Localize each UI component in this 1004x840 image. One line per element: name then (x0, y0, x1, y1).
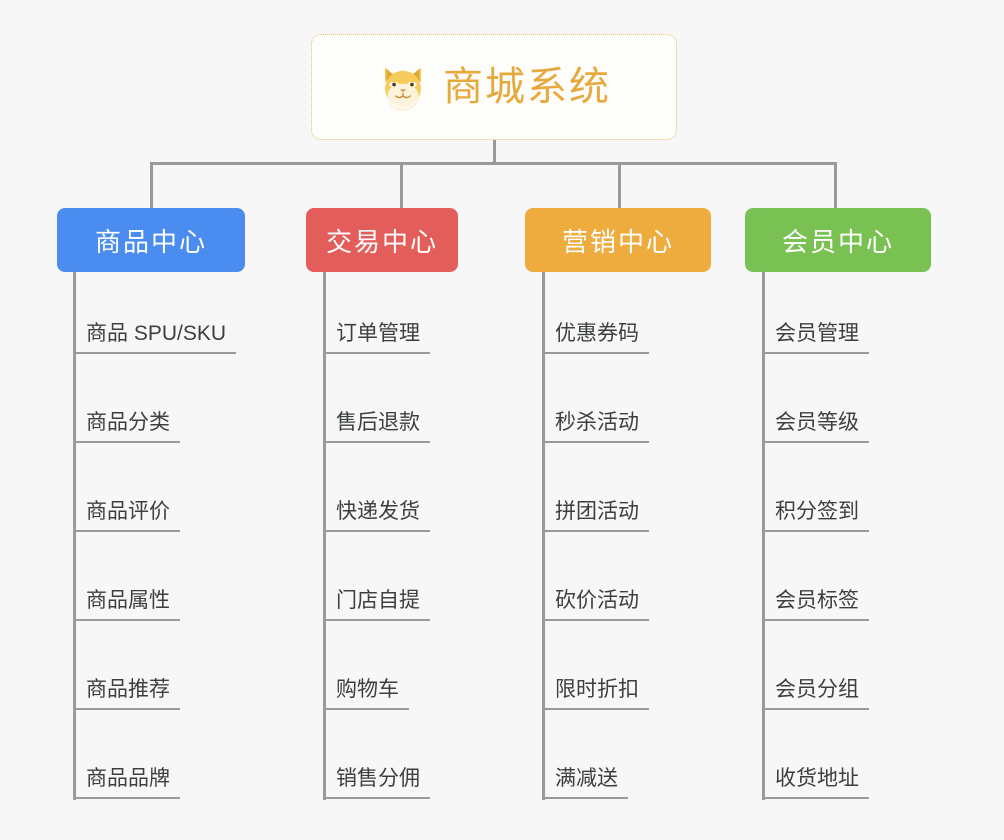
leaf-label: 商品品牌 (76, 767, 180, 799)
leaf-label: 快递发货 (326, 500, 430, 532)
leaf-item[interactable]: 收货地址 (765, 757, 869, 799)
bus-line (150, 162, 834, 165)
leaf-label: 砍价活动 (545, 589, 649, 621)
leaf-item[interactable]: 门店自提 (326, 579, 430, 621)
leaf-item[interactable]: 销售分佣 (326, 757, 430, 799)
leaf-label: 会员标签 (765, 589, 869, 621)
spine-3 (542, 272, 545, 800)
drop-line-3 (618, 162, 621, 208)
spine-1 (73, 272, 76, 800)
leaf-item[interactable]: 商品品牌 (76, 757, 180, 799)
leaf-item[interactable]: 秒杀活动 (545, 401, 649, 443)
leaf-item[interactable]: 积分签到 (765, 490, 869, 532)
drop-line-2 (400, 162, 403, 208)
leaf-item[interactable]: 拼团活动 (545, 490, 649, 532)
leaf-label: 秒杀活动 (545, 411, 649, 443)
category-title-4: 会员中心 (781, 226, 894, 257)
leaf-label: 商品评价 (76, 500, 180, 532)
leaf-label: 收货地址 (765, 767, 869, 799)
leaf-label: 商品推荐 (76, 678, 180, 710)
leaf-label: 会员等级 (765, 411, 869, 443)
leaf-item[interactable]: 售后退款 (326, 401, 430, 443)
leaf-label: 满减送 (545, 767, 628, 799)
root-stem-line (493, 140, 496, 164)
category-title-3: 营销中心 (561, 226, 674, 257)
leaf-item[interactable]: 商品分类 (76, 401, 180, 443)
leaf-label: 订单管理 (326, 322, 430, 354)
category-card-3[interactable]: 营销中心 (525, 208, 711, 272)
leaf-label: 限时折扣 (545, 678, 649, 710)
leaf-label: 会员管理 (765, 322, 869, 354)
leaf-label: 商品分类 (76, 411, 180, 443)
leaf-item[interactable]: 商品推荐 (76, 668, 180, 710)
category-title-1: 商品中心 (94, 226, 207, 257)
leaf-item[interactable]: 会员分组 (765, 668, 869, 710)
leaf-item[interactable]: 商品 SPU/SKU (76, 312, 237, 354)
spine-2 (323, 272, 326, 800)
drop-line-4 (834, 162, 837, 208)
category-title-2: 交易中心 (325, 226, 438, 257)
leaf-item[interactable]: 满减送 (545, 757, 628, 799)
leaf-item[interactable]: 快递发货 (326, 490, 430, 532)
leaf-item[interactable]: 会员标签 (765, 579, 869, 621)
category-card-2[interactable]: 交易中心 (306, 208, 458, 272)
drop-line-1 (150, 162, 153, 208)
leaf-item[interactable]: 商品评价 (76, 490, 180, 532)
leaf-label: 商品 SPU/SKU (76, 322, 237, 354)
leaf-item[interactable]: 会员管理 (765, 312, 869, 354)
leaf-label: 销售分佣 (326, 767, 430, 799)
category-card-1[interactable]: 商品中心 (57, 208, 245, 272)
leaf-item[interactable]: 订单管理 (326, 312, 430, 354)
leaf-item[interactable]: 砍价活动 (545, 579, 649, 621)
leaf-label: 门店自提 (326, 589, 430, 621)
spine-4 (762, 272, 765, 800)
leaf-label: 售后退款 (326, 411, 430, 443)
leaf-label: 会员分组 (765, 678, 869, 710)
leaf-item[interactable]: 商品属性 (76, 579, 180, 621)
root-node[interactable]: 商城系统 (311, 34, 677, 140)
leaf-label: 优惠券码 (545, 322, 649, 354)
leaf-label: 商品属性 (76, 589, 180, 621)
root-title: 商城系统 (443, 65, 611, 109)
leaf-item[interactable]: 优惠券码 (545, 312, 649, 354)
shiba-dog-icon (377, 61, 429, 113)
leaf-item[interactable]: 会员等级 (765, 401, 869, 443)
leaf-label: 积分签到 (765, 500, 869, 532)
category-card-4[interactable]: 会员中心 (745, 208, 931, 272)
leaf-label: 拼团活动 (545, 500, 649, 532)
leaf-item[interactable]: 购物车 (326, 668, 409, 710)
leaf-item[interactable]: 限时折扣 (545, 668, 649, 710)
leaf-label: 购物车 (326, 678, 409, 710)
